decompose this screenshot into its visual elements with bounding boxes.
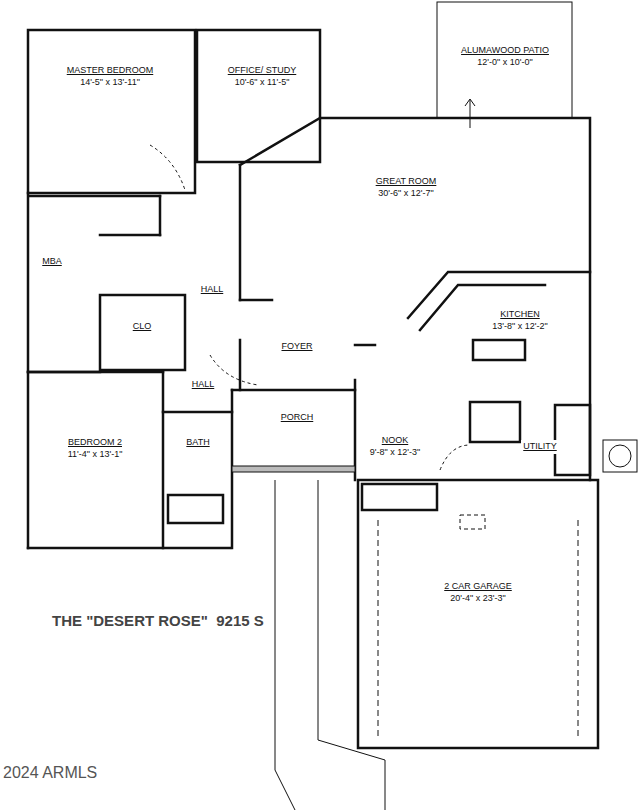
- room-name: GREAT ROOM: [376, 176, 437, 188]
- room-dimension: 12'-0" x 10'-0": [461, 57, 549, 69]
- room-dimension: 20'-4" x 23'-3": [444, 593, 512, 605]
- room-name: MASTER BEDROOM: [67, 65, 154, 77]
- room-label: 2 CAR GARAGE20'-4" x 23'-3": [442, 580, 514, 605]
- room-label: BEDROOM 211'-4" x 13'-1": [66, 436, 125, 461]
- room-name: BATH: [186, 437, 209, 449]
- room-label: OFFICE/ STUDY10'-6" x 11'-5": [226, 64, 299, 89]
- room-name: CLO: [133, 321, 152, 333]
- room-label: HALL: [199, 283, 226, 297]
- room-dimension: 13'-8" x 12'-2": [492, 321, 547, 333]
- room-name: KITCHEN: [492, 309, 547, 321]
- room-name: NOOK: [370, 435, 420, 447]
- room-name: HALL: [201, 284, 224, 296]
- room-dimension: 14'-5" x 13'-11": [67, 77, 154, 89]
- room-name: OFFICE/ STUDY: [228, 65, 297, 77]
- room-label: BATH: [184, 436, 211, 450]
- room-name: PORCH: [281, 412, 314, 424]
- room-label: KITCHEN13'-8" x 12'-2": [490, 308, 549, 333]
- room-name: MBA: [42, 256, 62, 268]
- room-label: NOOK9'-8" x 12'-3": [368, 434, 422, 459]
- room-name: HALL: [192, 379, 215, 391]
- room-label: UTILITY: [521, 440, 559, 454]
- room-label: ALUMAWOOD PATIO12'-0" x 10'-0": [459, 44, 551, 69]
- room-name: ALUMAWOOD PATIO: [461, 45, 549, 57]
- room-dimension: 10'-6" x 11'-5": [228, 77, 297, 89]
- room-dimension: 30'-6" x 12'-7": [376, 188, 437, 200]
- room-dimension: 11'-4" x 13'-1": [68, 449, 123, 461]
- room-name: BEDROOM 2: [68, 437, 123, 449]
- room-label: MBA: [40, 255, 64, 269]
- room-label: MASTER BEDROOM14'-5" x 13'-11": [65, 64, 156, 89]
- room-label: CLO: [131, 320, 154, 334]
- room-label: FOYER: [279, 340, 314, 354]
- room-name: UTILITY: [523, 441, 557, 453]
- watermark: 2024 ARMLS: [3, 764, 97, 782]
- room-name: FOYER: [281, 341, 312, 353]
- room-dimension: 9'-8" x 12'-3": [370, 447, 420, 459]
- room-label: HALL: [190, 378, 217, 392]
- room-name: 2 CAR GARAGE: [444, 581, 512, 593]
- room-label: GREAT ROOM30'-6" x 12'-7": [374, 175, 439, 200]
- plan-title: THE "DESERT ROSE" 9215 S: [52, 612, 264, 629]
- room-label: PORCH: [279, 411, 316, 425]
